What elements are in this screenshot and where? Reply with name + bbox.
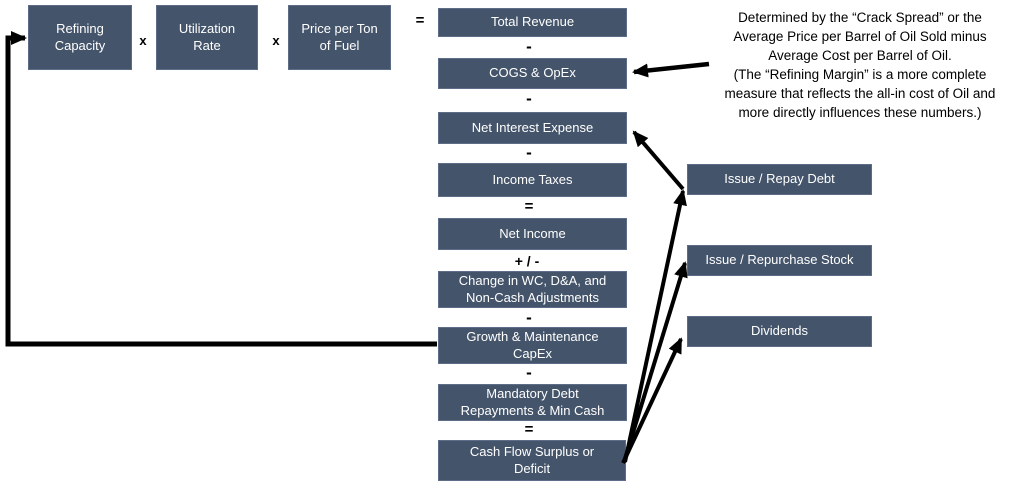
box-net-income: Net Income (438, 218, 627, 250)
box-net-interest-expense: Net Interest Expense (438, 112, 627, 144)
box-utilization-rate: Utilization Rate (156, 5, 258, 70)
operator-minus-4: - (526, 308, 532, 327)
box-refining-capacity: Refining Capacity (28, 5, 132, 70)
box-mandatory-debt-repayments-min-cash: Mandatory Debt Repayments & Min Cash (438, 384, 627, 421)
operator-plus-minus: + / - (514, 253, 540, 269)
arrow-cashflow-to-issue-repurchase-stock (622, 261, 688, 463)
annotation-crack-spread: Determined by the “Crack Spread” or the … (724, 10, 996, 120)
operator-minus-2: - (526, 89, 532, 108)
box-growth-maintenance-capex: Growth & Maintenance CapEx (438, 327, 627, 364)
box-cogs-opex: COGS & OpEx (438, 58, 627, 89)
arrow-debt-to-net-interest-expense (632, 130, 685, 191)
box-income-taxes: Income Taxes (438, 163, 627, 197)
box-total-revenue: Total Revenue (438, 8, 627, 37)
operator-minus-3: - (526, 143, 532, 162)
operator-equals-1: = (524, 198, 534, 215)
box-price-per-ton-of-fuel: Price per Ton of Fuel (288, 5, 391, 70)
operator-equals-top: = (415, 12, 425, 29)
arrow-cashflow-to-dividends (621, 337, 683, 464)
box-dividends: Dividends (687, 316, 872, 347)
box-cash-flow-surplus-deficit: Cash Flow Surplus or Deficit (438, 440, 626, 481)
arrow-cashflow-to-issue-repay-debt (623, 189, 687, 463)
box-issue-repurchase-stock: Issue / Repurchase Stock (687, 245, 872, 276)
operator-minus-1: - (526, 37, 532, 56)
operator-equals-2: = (524, 421, 534, 438)
arrow-capex-to-refining-capacity (5, 31, 437, 347)
operator-minus-5: - (526, 363, 532, 382)
box-issue-repay-debt: Issue / Repay Debt (687, 164, 872, 195)
box-change-in-wc-da-noncash: Change in WC, D&A, and Non-Cash Adjustme… (438, 271, 627, 308)
